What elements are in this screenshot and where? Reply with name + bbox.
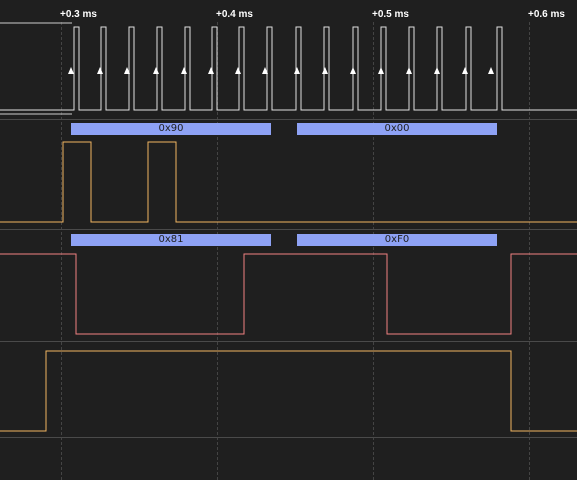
clock-edge-arrow-icon [208,67,214,74]
clock-edge-arrow-icon [322,67,328,74]
clock-waveform [0,22,577,115]
clock-edge-arrow-icon [181,67,187,74]
clock-edge-arrow-icon [235,67,241,74]
clock-edge-arrow-icon [462,67,468,74]
grid-line [373,22,374,480]
time-marker-label: +0.3 ms [60,9,97,20]
time-ruler[interactable]: +0.3 ms +0.4 ms +0.5 ms +0.6 ms [0,0,577,22]
decode-bar[interactable]: 0xF0 [297,234,497,246]
decode-bar[interactable]: 0x90 [71,123,271,135]
clock-edge-arrow-icon [124,67,130,74]
clock-edge-arrow-icon [153,67,159,74]
channel-separator [0,229,577,230]
channel-separator [0,341,577,342]
channel-clock[interactable] [0,22,577,118]
channel-enable[interactable] [0,342,577,447]
clock-edge-arrow-icon [350,67,356,74]
clock-edge-arrow-icon [488,67,494,74]
clock-edge-arrow-icon [378,67,384,74]
clock-edge-arrow-icon [406,67,412,74]
decode-bar[interactable]: 0x81 [71,234,271,246]
grid-line [217,22,218,480]
clock-edge-arrow-icon [294,67,300,74]
grid-line [61,22,62,480]
channel-miso[interactable]: 0x81 0xF0 [0,230,577,338]
enable-waveform [0,350,577,432]
clock-edge-arrow-icon [262,67,268,74]
miso-waveform [0,253,577,335]
channel-separator [0,119,577,120]
mosi-waveform [0,141,577,223]
time-marker-label: +0.5 ms [372,9,409,20]
time-marker-label: +0.4 ms [216,9,253,20]
channel-separator [0,437,577,438]
clock-edge-arrow-icon [97,67,103,74]
clock-edge-arrow-icon [434,67,440,74]
grid-line [529,22,530,480]
time-marker-label: +0.6 ms [528,9,565,20]
clock-edge-arrow-icon [68,67,74,74]
channel-mosi[interactable]: 0x90 0x00 [0,120,577,228]
decode-bar[interactable]: 0x00 [297,123,497,135]
